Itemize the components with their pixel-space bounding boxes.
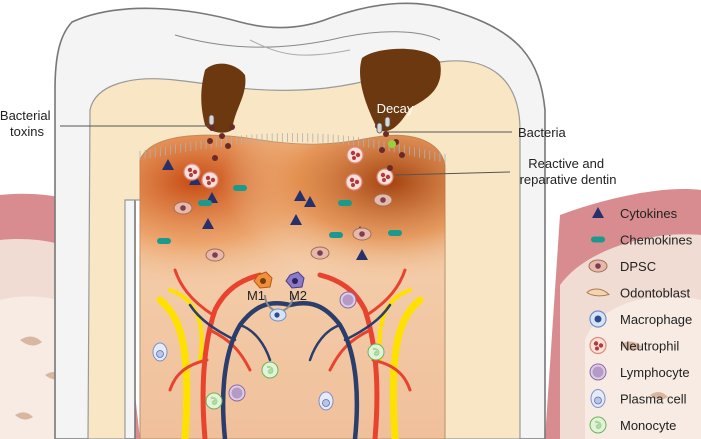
legend-label: Chemokines (620, 233, 693, 248)
monocyte-icon (367, 343, 385, 361)
bacteria-label: Bacteria (518, 125, 566, 140)
dpsc-cell-icon (310, 246, 330, 260)
legend-label: Macrophage (620, 312, 692, 327)
odontoblast-icon (586, 288, 610, 297)
bacterial-toxins-label: Bacterial toxins (0, 108, 54, 139)
legend-item: DPSC (588, 259, 656, 274)
bacteria-rod (384, 116, 391, 128)
m2-label: M2 (289, 288, 307, 303)
legend-label: Cytokines (620, 206, 678, 221)
neutrophil-icon (589, 336, 607, 355)
plasma-cell-icon (152, 342, 168, 362)
pulp-particles (152, 114, 405, 411)
triangle-icon (304, 196, 316, 207)
m1-label: M1 (247, 288, 265, 303)
plasma-cell-icon (318, 391, 334, 411)
macrophage-polarization (253, 271, 305, 322)
toxin-dot (212, 155, 218, 161)
legend-label: Neutrophil (620, 339, 679, 354)
neutrophil-icon (346, 146, 364, 164)
legend-label: Monocyte (620, 418, 676, 433)
legend-label: Plasma cell (620, 392, 687, 407)
legend-item: Plasma cell (590, 389, 687, 408)
legend-label: DPSC (620, 259, 656, 274)
dpsc-cell-icon (588, 259, 608, 273)
toxin-dot (387, 165, 393, 171)
toxin-dot (219, 133, 225, 139)
toxin-dot (383, 131, 389, 137)
monocyte-icon (261, 361, 279, 379)
plasma-cell-icon (590, 389, 606, 408)
toxin-dot (379, 147, 385, 153)
capsule-icon (329, 232, 343, 238)
neutrophil-icon (183, 163, 201, 181)
toxin-dot (229, 124, 235, 130)
lymphocyte-icon (589, 363, 607, 381)
vessels-and-nerves (156, 268, 424, 439)
dpsc-cell-icon (373, 193, 393, 207)
capsule-icon (591, 236, 605, 243)
decay-label: Decay (377, 101, 414, 116)
toxin-dot (225, 143, 231, 149)
bacteria-marker (388, 140, 396, 148)
capsule-icon (338, 200, 352, 206)
triangle-icon (592, 207, 604, 218)
legend-item: Monocyte (589, 416, 676, 434)
macrophage-icon (589, 310, 607, 328)
toxin-dot (209, 125, 215, 131)
leader-lines (60, 125, 512, 176)
bacteria-rod (376, 122, 383, 134)
neutrophil-icon (201, 171, 219, 189)
dpsc-cell-icon (352, 227, 372, 241)
legend-item: Odontoblast (586, 286, 690, 301)
legend-label: Odontoblast (620, 286, 690, 301)
reactive-dentin-label: Reactive and reparative dentin (520, 156, 617, 187)
neutrophil-icon (376, 168, 394, 186)
monocyte-icon (589, 416, 607, 434)
triangle-icon (356, 249, 368, 260)
neutrophil-icon (345, 173, 363, 191)
monocyte-icon (205, 392, 223, 410)
capsule-icon (198, 200, 212, 206)
triangle-icon (294, 190, 306, 201)
toxin-dot (207, 138, 213, 144)
legend-item: Chemokines (591, 233, 693, 248)
legend-item: Neutrophil (589, 336, 679, 355)
capsule-icon (233, 185, 247, 191)
triangle-icon (290, 214, 302, 225)
lymphocyte-icon (228, 384, 246, 402)
capsule-icon (157, 238, 171, 244)
capsule-icon (388, 230, 402, 236)
legend-label: Lymphocyte (620, 365, 690, 380)
lymphocyte-icon (339, 291, 357, 309)
legend-item: Macrophage (589, 310, 692, 328)
dpsc-cell-icon (205, 248, 225, 262)
triangle-icon (162, 159, 174, 170)
bacteria-rod (208, 114, 215, 126)
triangle-icon (202, 218, 214, 229)
toxin-dot (399, 152, 405, 158)
dpsc-cell-icon (173, 201, 193, 215)
legend-item: Lymphocyte (589, 363, 690, 381)
legend-item: Cytokines (592, 206, 678, 221)
